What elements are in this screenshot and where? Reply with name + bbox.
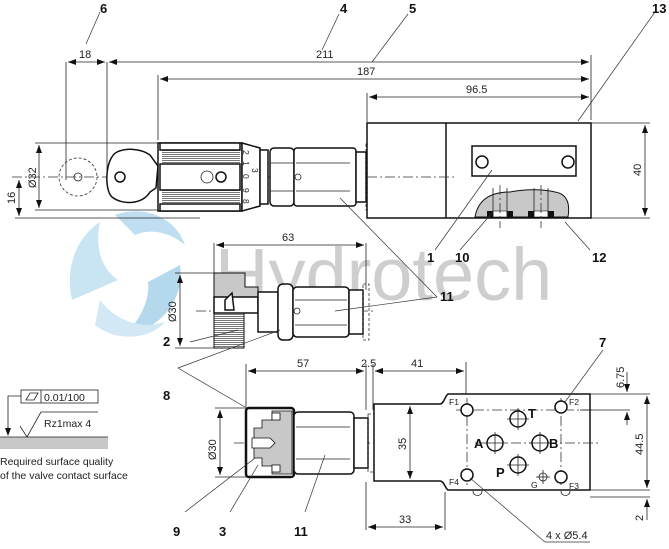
flatness-symbol-icon — [25, 392, 39, 401]
callout-11-top: 11 — [440, 289, 454, 304]
port-label-a: A — [474, 436, 484, 451]
svg-text:0: 0 — [241, 174, 251, 179]
port-label-g: G — [531, 480, 538, 490]
dim-16: 16 — [6, 192, 18, 204]
callout-leaders — [85, 11, 656, 513]
dim-d32: Ø32 — [27, 167, 39, 188]
callout-3: 3 — [219, 524, 226, 539]
svg-text:1: 1 — [241, 161, 251, 166]
callout-12: 12 — [592, 250, 606, 265]
flatness-value: 0.01/100 — [44, 392, 85, 404]
roughness-symbol-icon — [19, 411, 98, 438]
dim-211: 211 — [316, 49, 334, 61]
hole-label-f4: F4 — [449, 477, 459, 487]
callout-13: 13 — [652, 1, 666, 16]
port-label-p: P — [496, 465, 505, 480]
hole-label-f1: F1 — [449, 397, 459, 407]
dim-187: 187 — [357, 66, 375, 78]
dim-40: 40 — [632, 164, 644, 176]
middle-view: 63 Ø30 — [167, 232, 375, 349]
top-view: 18 211 187 96.5 40 Ø32 16 — [6, 49, 650, 228]
dim-63: 63 — [282, 232, 294, 244]
dim-holes: 4 x Ø5.4 — [546, 530, 588, 542]
dim-d30-bottom: Ø30 — [207, 439, 219, 460]
svg-text:3: 3 — [250, 168, 260, 173]
svg-text:9: 9 — [241, 188, 251, 193]
dim-35: 35 — [397, 438, 409, 450]
bottom-view: 57 2.5 41 Ø30 35 33 — [207, 358, 650, 543]
callout-6: 6 — [100, 1, 107, 16]
dim-33: 33 — [399, 514, 411, 526]
dim-96-5: 96.5 — [466, 84, 487, 96]
callout-11-bottom: 11 — [294, 524, 308, 539]
roughness-value: Rz1max 4 — [44, 418, 91, 430]
callout-2: 2 — [163, 334, 170, 349]
callout-5: 5 — [409, 1, 416, 16]
port-label-t: T — [528, 406, 536, 421]
dim-6-75: 6.75 — [615, 367, 627, 388]
hole-label-f3: F3 — [569, 481, 579, 491]
callout-4: 4 — [340, 1, 348, 16]
callout-9: 9 — [173, 524, 180, 539]
surface-quality-note: 0.01/100 Rz1max 4 Required surface quali… — [0, 389, 128, 482]
surface-note-line2: of the valve contact surface — [0, 470, 128, 482]
callout-8: 8 — [163, 388, 170, 403]
dim-44-5: 44.5 — [634, 434, 646, 455]
surface-note-line1: Required surface quality — [0, 456, 114, 468]
dim-57: 57 — [297, 358, 309, 370]
callout-7: 7 — [599, 335, 606, 350]
svg-text:2: 2 — [241, 150, 251, 155]
dim-2: 2 — [634, 515, 646, 521]
watermark-logo-icon — [69, 211, 185, 337]
dim-d30-middle: Ø30 — [167, 301, 179, 322]
dim-2-5: 2.5 — [361, 358, 376, 370]
svg-text:8: 8 — [241, 199, 251, 204]
callout-10: 10 — [455, 250, 469, 265]
dim-18: 18 — [79, 49, 91, 61]
port-label-b: B — [549, 436, 558, 451]
dim-41: 41 — [411, 358, 423, 370]
callout-1: 1 — [427, 250, 434, 265]
hole-label-f2: F2 — [569, 397, 579, 407]
